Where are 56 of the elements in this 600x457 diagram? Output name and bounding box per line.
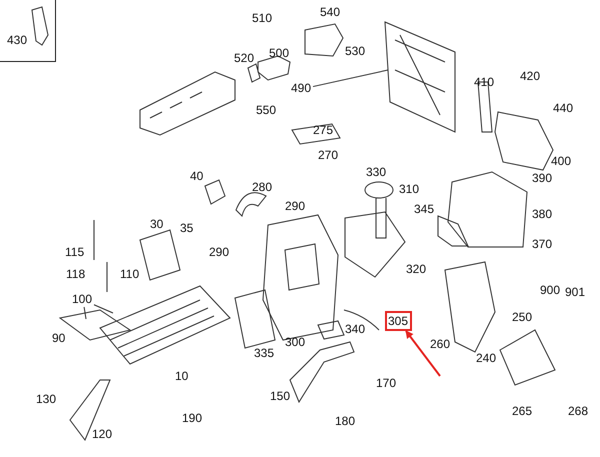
callout-number: 275 — [313, 124, 334, 137]
callout-number: 250 — [512, 311, 532, 324]
callout-number: 380 — [532, 208, 552, 221]
callout-number: 290 — [209, 246, 230, 259]
callout-number: 265 — [512, 405, 532, 418]
callout-number: 420 — [520, 70, 540, 83]
callout-number: 345 — [414, 203, 434, 216]
callout-number: 170 — [376, 377, 396, 390]
callout-number: 120 — [92, 428, 112, 441]
callout-number: 40 — [190, 170, 204, 183]
callout-number: 390 — [532, 172, 552, 185]
leader-line — [84, 306, 86, 320]
callout-number: 490 — [291, 82, 312, 95]
leader-line — [94, 304, 114, 314]
callout-number: 310 — [399, 183, 420, 196]
callout-number: 150 — [270, 390, 290, 403]
callout-number: 268 — [568, 405, 588, 418]
leader-line — [312, 70, 388, 88]
callout-number: 100 — [72, 293, 92, 306]
callout-number: 270 — [318, 149, 338, 162]
callout-number: 500 — [269, 47, 290, 60]
callout-number: 280 — [252, 181, 272, 194]
callout-number: 410 — [474, 76, 494, 89]
callout-number: 118 — [66, 268, 86, 281]
callout-number: 550 — [256, 104, 276, 117]
callout-number: 335 — [254, 347, 274, 360]
arrow — [405, 330, 441, 377]
callout-number: 370 — [532, 238, 552, 251]
callout-number: 430 — [7, 34, 28, 47]
callout-number: 530 — [345, 45, 366, 58]
callout-number: 330 — [366, 166, 386, 179]
callout-number: 240 — [476, 352, 496, 365]
callout-number: 110 — [120, 268, 140, 281]
callout-number: 900 — [540, 284, 560, 297]
callout-number: 340 — [345, 323, 366, 336]
callout-number: 130 — [36, 393, 56, 406]
callout-number: 35 — [180, 222, 194, 235]
callout-number: 290 — [285, 200, 306, 213]
callout-number: 520 — [234, 52, 254, 65]
callout-number: 300 — [285, 336, 306, 349]
callout-number: 305 — [388, 315, 408, 328]
callout-number: 400 — [551, 155, 572, 168]
highlight-box — [385, 311, 412, 331]
callout-number: 440 — [553, 102, 574, 115]
callout-number: 320 — [406, 263, 426, 276]
callout-number: 901 — [565, 286, 586, 299]
callout-number: 30 — [150, 218, 164, 231]
callout-number: 510 — [252, 12, 272, 25]
inset-frame — [0, 0, 56, 62]
callout-number: 260 — [430, 338, 450, 351]
callout-number: 540 — [320, 6, 340, 19]
callout-number: 115 — [65, 246, 84, 259]
callout-number: 10 — [175, 370, 188, 383]
callout-number: 180 — [335, 415, 356, 428]
callout-number: 190 — [182, 412, 202, 425]
callout-number: 90 — [52, 332, 66, 345]
